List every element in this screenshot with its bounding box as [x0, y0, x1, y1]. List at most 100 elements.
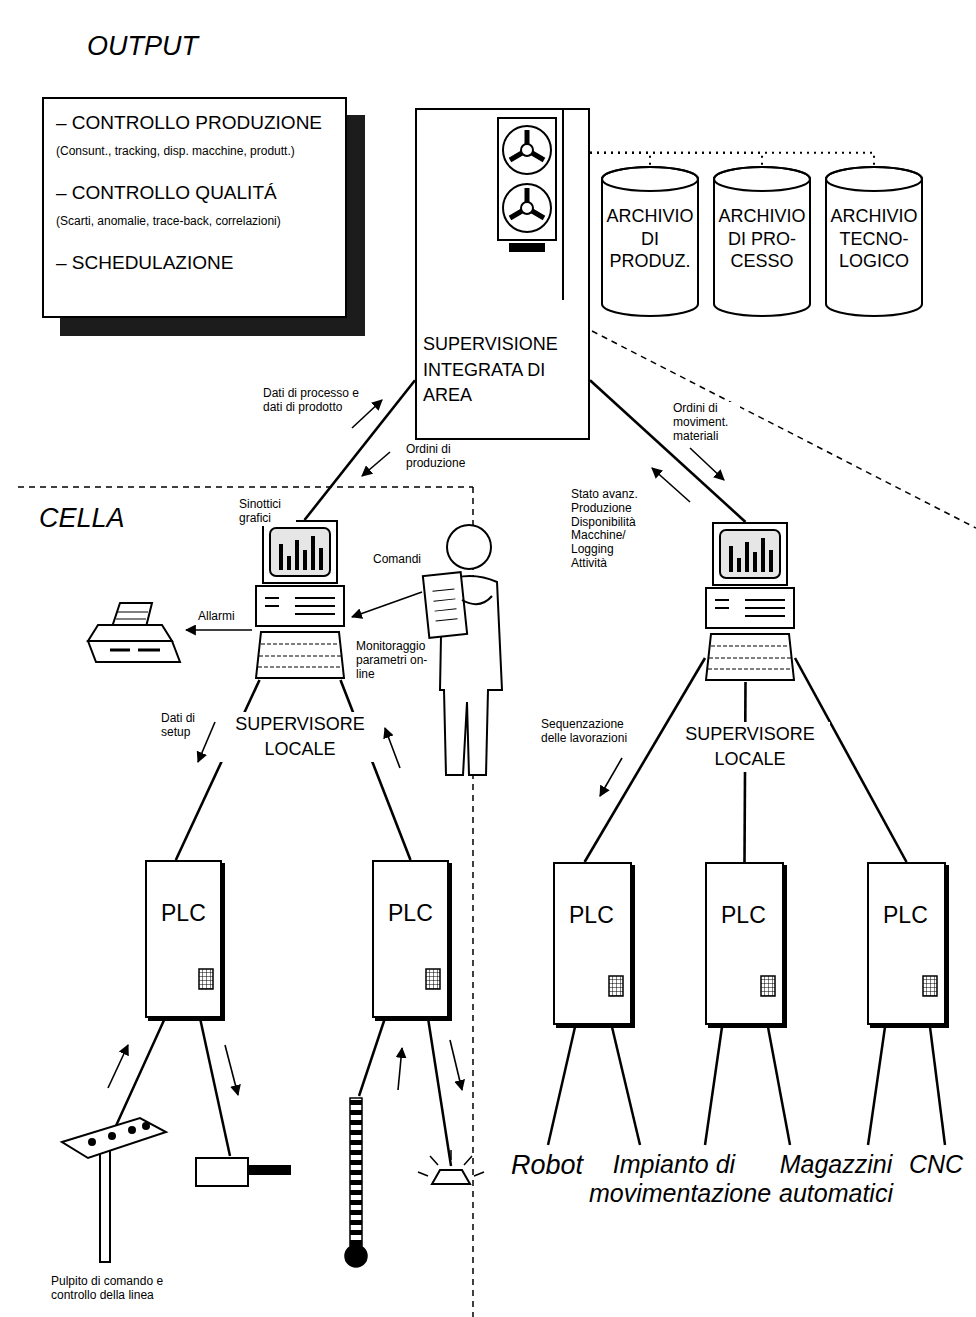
node-text: ARCHIVIO DI PRODUZ.: [605, 205, 695, 273]
monitor: [263, 521, 337, 583]
field-wire: [200, 1018, 230, 1156]
chart-bar: [737, 558, 741, 572]
lamp-symbol: [418, 1150, 484, 1176]
signal-arrow: [385, 728, 400, 768]
signal-arrow: [108, 1045, 128, 1088]
lamp-symbol: [418, 1150, 484, 1184]
node-text: PLC: [883, 902, 940, 929]
cabinet-detail: [521, 144, 533, 156]
operator-figure: [423, 525, 502, 775]
node-text: PLC: [161, 900, 216, 927]
label-text: Dati di setup: [160, 712, 206, 740]
printer-icon: [116, 612, 148, 619]
operator-figure: [447, 525, 491, 569]
monitor: [713, 523, 787, 585]
signal-arrow: [186, 629, 252, 631]
keypad-icon: [922, 975, 938, 997]
chart-bar: [319, 548, 323, 570]
plc-box: PLC: [145, 860, 222, 1018]
computer-shape: [255, 520, 345, 680]
dotted-link: [590, 153, 874, 165]
keypad: [426, 969, 440, 989]
plc-box: PLC: [867, 862, 946, 1025]
lamp-symbol: [432, 1170, 470, 1184]
field-wire: [115, 1018, 165, 1128]
operator-figure: [432, 589, 457, 621]
signal-arrow: [225, 1045, 238, 1095]
label-text: Sinottici grafici: [238, 498, 296, 526]
control-desk: [62, 1118, 166, 1158]
label-text: CELLA: [38, 503, 148, 534]
label-text: Sequenzazione delle lavorazioni: [540, 718, 632, 746]
node-text: OUTPUT: [87, 31, 198, 62]
screen: [720, 530, 780, 578]
system-unit: [256, 586, 344, 626]
cylinder-body: [826, 167, 922, 316]
field-wire: [612, 1027, 640, 1145]
label-text: Monitoraggio parametri on-line: [355, 640, 429, 681]
label-text: Ordini di moviment. materiali: [672, 402, 740, 443]
field-wire: [868, 1027, 885, 1145]
node-text: ARCHIVIO TECNO- LOGICO: [829, 205, 919, 273]
label-text: Impianto di movimentazione: [588, 1150, 760, 1208]
label-text: CNC: [908, 1150, 970, 1179]
label-text: Pulpito di comando e controllo della lin…: [50, 1275, 174, 1303]
cabinet-detail: [562, 108, 564, 300]
printer-icon: [110, 649, 160, 652]
signal-arrow: [450, 1040, 462, 1090]
field-wire: [359, 1018, 385, 1096]
cylinder-body: [714, 167, 810, 316]
signal-arrow: [652, 468, 690, 502]
node-text: – CONTROLLO PRODUZIONE: [56, 111, 333, 134]
signal-arrow: [108, 400, 724, 1095]
node-text: ARCHIVIO DI PRO- CESSO: [717, 205, 807, 273]
operator-figure: [462, 596, 492, 604]
signal-arrow: [362, 452, 390, 476]
control-desk: [100, 1150, 110, 1262]
key-row: [258, 644, 342, 667]
node-text: (Scarti, anomalie, trace-back, correlazi…: [56, 214, 333, 229]
chart-bar: [729, 546, 733, 572]
keypad-icon: [608, 975, 624, 997]
computer-shape: [705, 522, 795, 682]
chart-bar: [279, 544, 283, 570]
area-supervisor: SUPERVISIONE INTEGRATA DI AREA: [415, 108, 590, 440]
label-text: Comandi: [372, 553, 432, 567]
node-text: – CONTROLLO QUALITÁ: [56, 181, 333, 204]
control-desk: [129, 1127, 135, 1133]
cylinder-top: [826, 167, 922, 191]
field-wire: [705, 1027, 722, 1145]
actuator-symbol: [196, 1158, 248, 1186]
drive-slot: [265, 598, 335, 614]
printer-icon: [88, 603, 180, 662]
cylinder-top: [602, 167, 698, 191]
field-wire: [768, 1027, 790, 1145]
chart-bar: [303, 550, 307, 570]
keypad-icon: [760, 975, 776, 997]
chart-bar: [295, 540, 299, 570]
node-text: SUPERVISIONE INTEGRATA DI AREA: [423, 332, 564, 408]
printer-icon: [88, 625, 172, 641]
node-text: PLC: [721, 902, 778, 929]
cylinder-top: [714, 167, 810, 191]
keypad: [923, 976, 937, 996]
drive-slot: [715, 600, 785, 616]
cabinet-detail: [510, 244, 544, 251]
chart-bar: [769, 550, 773, 572]
screen: [270, 528, 330, 576]
output-box: OUTPUT– CONTROLLO PRODUZIONE(Consunt., t…: [42, 97, 347, 318]
keypad-icon: [425, 968, 441, 990]
keypad: [609, 976, 623, 996]
dotted-link: [590, 153, 650, 165]
region-divider: [592, 331, 976, 528]
signal-arrow: [352, 592, 422, 617]
key-row: [708, 646, 792, 669]
plc-box: PLC: [553, 862, 632, 1025]
printer-icon: [112, 603, 152, 627]
signal-arrow: [398, 1048, 402, 1090]
cabinet-detail: [510, 130, 544, 218]
actuator-symbol: [196, 1158, 290, 1186]
operator-figure: [423, 572, 467, 638]
label-text: Dati di processo e dati di prodotto: [262, 387, 362, 415]
